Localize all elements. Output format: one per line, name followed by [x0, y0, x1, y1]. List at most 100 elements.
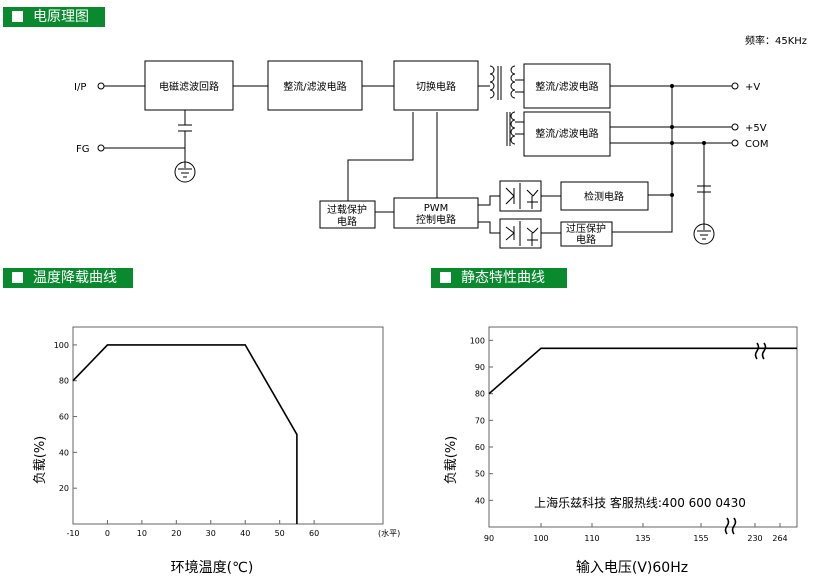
section-header-schematic: 电原理图 — [3, 7, 105, 27]
block-pwm-label-2: 控制电路 — [416, 213, 456, 226]
section-header-derating: 温度降载曲线 — [3, 268, 133, 288]
capacitor-output — [697, 185, 711, 193]
section-title: 电原理图 — [33, 9, 89, 25]
block-emi-filter — [144, 60, 234, 111]
y-tick-label: 40 — [59, 448, 69, 457]
y-tick-label: 80 — [59, 377, 69, 386]
x-tick-label: 60 — [309, 529, 319, 538]
chart-derating-series-line — [72, 344, 298, 524]
x-tick-label: 20 — [171, 529, 181, 538]
block-diagram: 频率：45KHz I/P FG +V +5V COM — [74, 34, 807, 249]
frequency-label: 频率：45KHz — [745, 34, 807, 47]
square-bullet-icon — [440, 272, 451, 283]
block-rectifier-2-label: 整流/滤波电路 — [535, 80, 598, 93]
block-overvoltage-protection — [560, 221, 613, 247]
section-title: 温度降载曲线 — [33, 270, 117, 286]
y-tick-label: 60 — [475, 443, 485, 452]
y-tick-label: 90 — [475, 363, 485, 372]
x-tick-label: 230 — [747, 534, 762, 543]
x-tick-label: -10 — [66, 529, 79, 538]
x-tick-label: 90 — [484, 534, 494, 543]
block-rectifier-1 — [267, 60, 363, 111]
junction-dot — [670, 141, 674, 145]
chart-static-y-label: 负载(%) — [444, 436, 459, 485]
chart-derating-x-label: 环境温度(℃) — [171, 560, 254, 576]
port-label-com: COM — [745, 139, 768, 150]
y-tick-label: 40 — [475, 496, 485, 505]
junction-dot — [702, 141, 706, 145]
block-pwm-label-1: PWM — [424, 203, 449, 214]
optocoupler-icon — [499, 180, 542, 212]
chart-static-series-line — [488, 347, 797, 395]
wire-fg-ground — [104, 147, 186, 160]
block-detection — [560, 181, 649, 211]
chart-derating-y-label: 负载(%) — [33, 436, 48, 485]
chart-derating-frame — [72, 326, 384, 525]
y-tick-label: 100 — [54, 341, 69, 350]
x-tick-label: 110 — [584, 534, 599, 543]
port-label-input: I/P — [74, 82, 86, 93]
terminal-input — [97, 82, 105, 90]
block-rectifier-1-label: 整流/滤波电路 — [283, 80, 346, 93]
chart-derating-x-unit-note: (水平) — [378, 528, 400, 538]
x-tick-label: 30 — [206, 529, 216, 538]
y-tick-label: 100 — [470, 336, 485, 345]
block-pwm — [393, 197, 479, 229]
y-tick-label: 50 — [475, 470, 485, 479]
wire-transformer-rect3 — [515, 121, 524, 135]
x-tick-label: 100 — [533, 534, 548, 543]
y-tick-label: 20 — [59, 484, 69, 493]
x-tick-label: 155 — [693, 534, 708, 543]
x-tick-label: 50 — [275, 529, 285, 538]
y-tick-label: 80 — [475, 390, 485, 399]
block-olp-label-1: 过载保护 — [327, 203, 367, 216]
capacitor-emi — [178, 124, 192, 132]
ground-icon — [693, 222, 715, 245]
junction-dot — [670, 125, 674, 129]
chart-derating-y-axis: 20 40 60 80 100 — [54, 341, 77, 493]
block-ovp-label-1: 过压保护 — [566, 222, 606, 235]
wire-transformer-rect2 — [515, 79, 524, 93]
block-switch-label: 切换电路 — [416, 80, 456, 93]
x-tick-label: 264 — [772, 534, 787, 543]
axis-break-icon — [754, 342, 767, 360]
x-tick-label: 10 — [137, 529, 147, 538]
junction-dot — [670, 84, 674, 88]
port-label-fg: FG — [76, 144, 90, 155]
block-rectifier-3 — [523, 111, 611, 157]
transformer-icon — [489, 65, 516, 146]
block-rectifier-3-label: 整流/滤波电路 — [535, 127, 598, 140]
square-bullet-icon — [12, 272, 23, 283]
x-tick-label: 40 — [240, 529, 250, 538]
chart-static-y-axis: 40 50 60 70 80 90 100 — [470, 336, 493, 505]
chart-derating: 20 40 60 80 100 -10 0 10 20 30 40 50 60 (水平) 环境温度(℃… — [33, 326, 400, 576]
square-bullet-icon — [12, 11, 23, 22]
section-title: 静态特性曲线 — [461, 270, 545, 286]
y-tick-label: 60 — [59, 413, 69, 422]
terminal-fg — [97, 144, 105, 152]
terminal-v-plus — [731, 82, 739, 90]
x-tick-label: 0 — [105, 529, 110, 538]
y-tick-label: 70 — [475, 416, 485, 425]
port-label-v-plus: +V — [745, 82, 760, 93]
chart-static-annotation: 上海乐兹科技 客服热线:400 600 0430 — [534, 495, 746, 510]
terminal-com — [731, 139, 739, 147]
port-label-5v: +5V — [745, 123, 767, 134]
block-olp-label-2: 电路 — [337, 215, 357, 228]
wire-olp-feedback — [347, 112, 414, 201]
block-rectifier-2 — [523, 63, 611, 109]
block-switch — [393, 60, 479, 111]
axis-break-icon — [724, 517, 737, 535]
junction-dot — [670, 193, 674, 197]
wire-feedback-right — [612, 86, 673, 233]
chart-static-x-label: 输入电压(V)60Hz — [576, 560, 688, 576]
block-emi-filter-label: 电磁滤波回路 — [159, 80, 219, 93]
ground-icon — [174, 160, 196, 183]
wire-pwm-opto — [478, 195, 500, 234]
terminal-5v — [731, 123, 739, 131]
section-header-static: 静态特性曲线 — [431, 268, 567, 288]
chart-derating-x-axis: -10 0 10 20 30 40 50 60 — [66, 520, 319, 538]
block-overload-protection — [319, 200, 376, 229]
